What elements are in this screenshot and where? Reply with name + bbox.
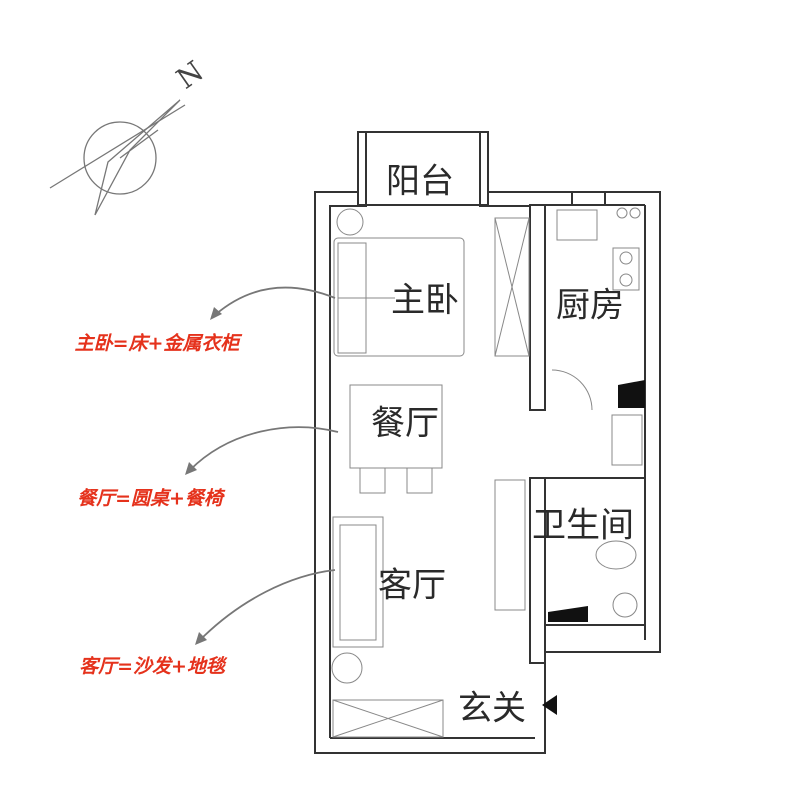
room-label-dining: 餐厅 <box>371 403 439 444</box>
annotation-arrowheads <box>185 307 222 645</box>
room-label-entrance: 玄关 <box>458 688 526 729</box>
dark-fixtures <box>548 380 645 622</box>
room-label-kitchen: 厨房 <box>556 285 624 326</box>
annotation-master-bedroom: 主卧=床+金属衣柜 <box>74 332 240 355</box>
walls <box>314 131 661 754</box>
annotation-dining: 餐厅=圆桌+餐椅 <box>77 487 223 510</box>
room-label-balcony: 阳台 <box>386 161 454 202</box>
compass-icon <box>49 99 186 216</box>
room-label-bathroom: 卫生间 <box>532 505 634 546</box>
annotation-arrows <box>189 286 339 641</box>
room-label-living: 客厅 <box>378 565 446 606</box>
furniture <box>331 207 643 738</box>
entrance-arrow-icon <box>542 695 557 715</box>
annotation-living: 客厅=沙发+地毯 <box>79 655 225 678</box>
room-label-master-bedroom: 主卧 <box>391 280 459 321</box>
